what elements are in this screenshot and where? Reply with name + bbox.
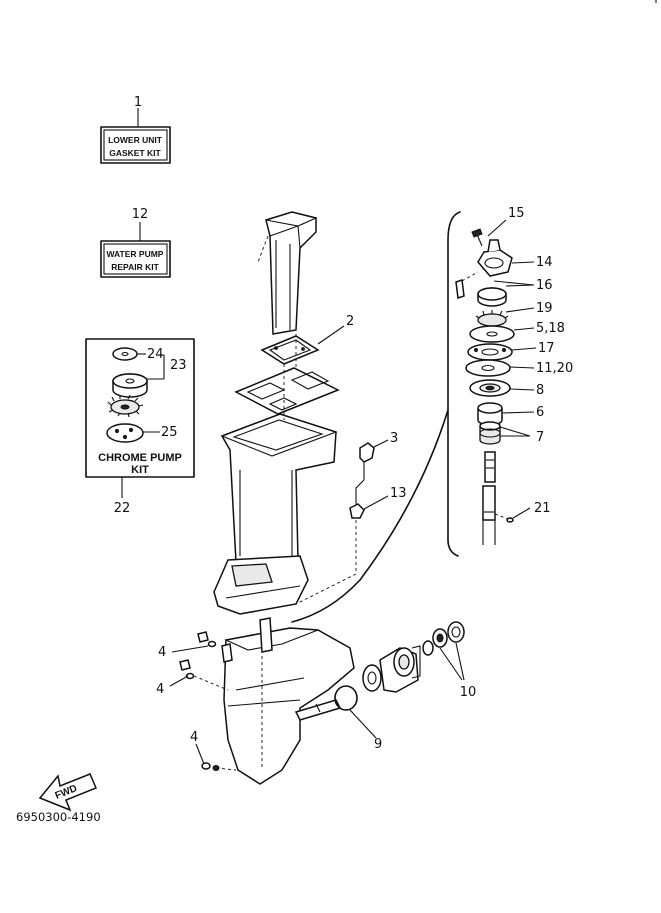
callout-1: 1: [134, 95, 142, 110]
callout-21: 21: [534, 501, 551, 516]
chrome-pump-kit-box: 24 23 25 CHROME PUMP KIT 22: [85, 338, 195, 516]
callout-9: 9: [374, 737, 382, 752]
chrome-pump-label-line2: KIT: [131, 464, 149, 476]
callout-2: 2: [346, 314, 354, 329]
callout-22: 22: [114, 501, 131, 516]
callout-12: 12: [132, 207, 149, 222]
callout-19: 19: [536, 301, 553, 316]
water-pump-label-line1: WATER PUMP: [107, 249, 164, 259]
callout-5-18: 5,18: [536, 321, 565, 336]
callout-16: 16: [536, 278, 553, 293]
callout-4a: 4: [158, 645, 166, 660]
callout-14: 14: [536, 255, 553, 270]
diagram-code: 6950300-4190: [16, 810, 101, 824]
driveshaft-housing-assembly: 2: [213, 211, 354, 615]
forward-direction-arrow: FWD: [38, 773, 97, 812]
lower-unit-gasket-kit-box: LOWER UNIT GASKET KIT 1: [100, 95, 171, 164]
callout-6: 6: [536, 405, 544, 420]
lower-unit-label-line1: LOWER UNIT: [108, 135, 163, 145]
callout-4b: 4: [156, 682, 164, 697]
callout-3: 3: [390, 431, 398, 446]
callout-15: 15: [508, 206, 525, 221]
callout-11-20: 11,20: [536, 361, 573, 376]
callout-13: 13: [390, 486, 407, 501]
callout-10: 10: [460, 685, 477, 700]
callout-24: 24: [147, 347, 164, 362]
shift-rod-parts: 3 13: [295, 431, 407, 605]
callout-25: 25: [161, 425, 178, 440]
water-pump-label-line2: REPAIR KIT: [111, 262, 159, 272]
water-pump-column: 15 14 16 19 5,18 17: [291, 206, 573, 623]
chrome-pump-label-line1: CHROME PUMP: [98, 452, 182, 464]
callout-23: 23: [170, 358, 187, 373]
callout-17: 17: [538, 341, 555, 356]
callout-8: 8: [536, 383, 544, 398]
callout-4c: 4: [190, 730, 198, 745]
gearcase-assembly: 9 10 4 4 4: [156, 617, 477, 785]
water-pump-repair-kit-box: WATER PUMP REPAIR KIT 12: [100, 207, 171, 278]
callout-7: 7: [536, 430, 544, 445]
lower-unit-label-line2: GASKET KIT: [109, 148, 161, 158]
